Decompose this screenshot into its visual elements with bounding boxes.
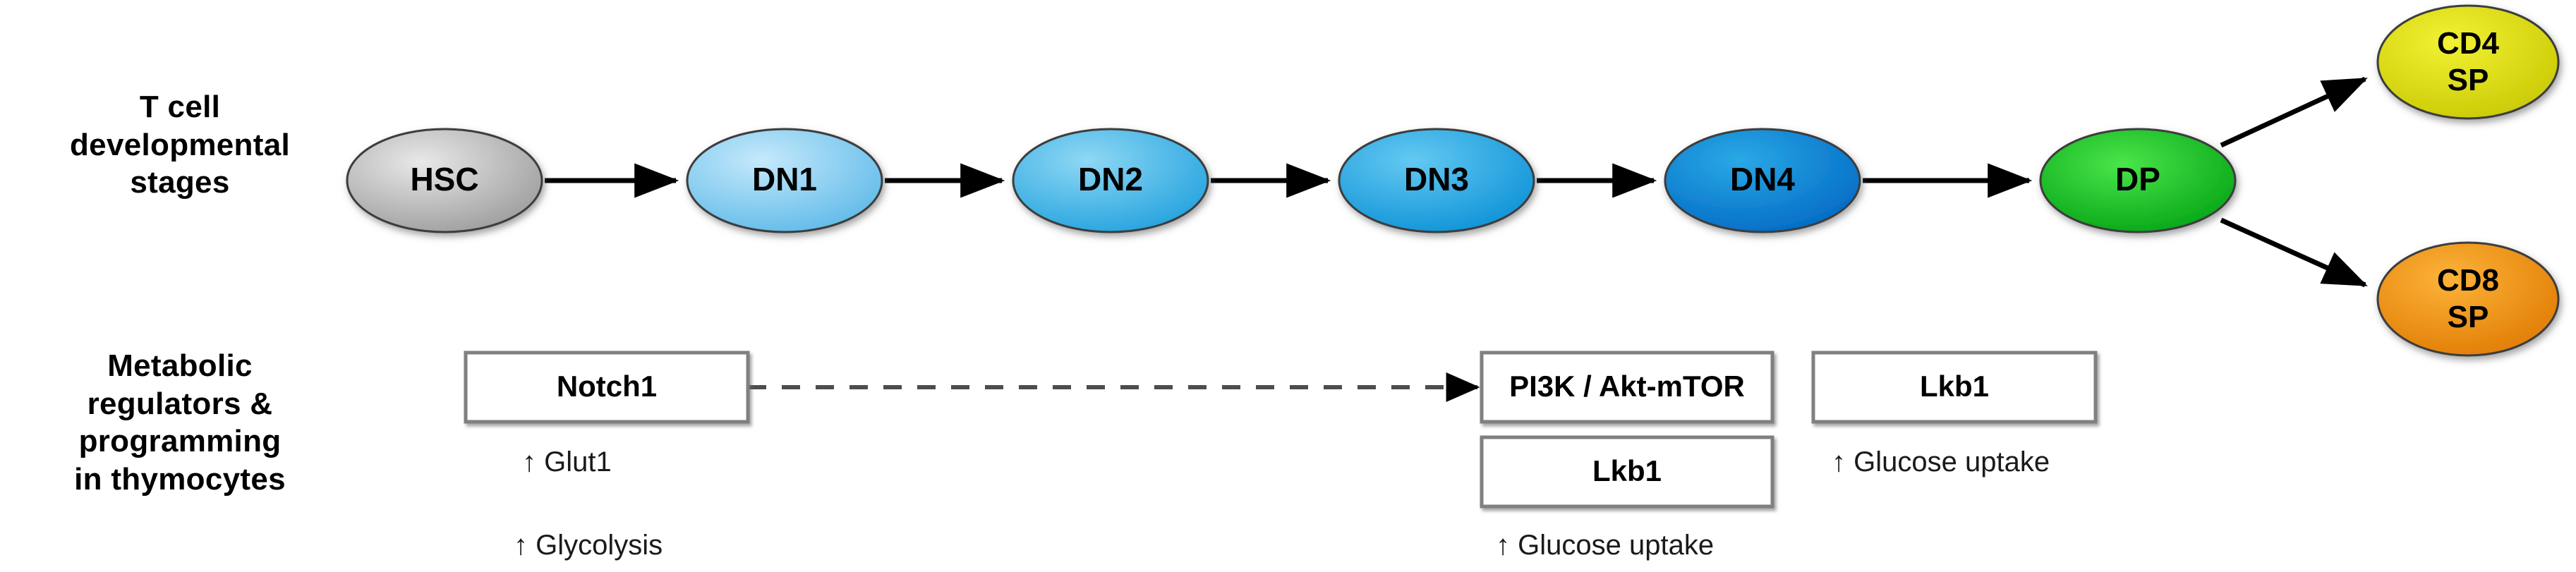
stage-connector-arrows — [545, 76, 2368, 288]
arrow-dp-to-cd8sp — [2220, 217, 2368, 288]
notch1-box-label: Notch1 — [557, 370, 657, 403]
cd4sp-label-line1: CD4 — [2437, 26, 2500, 61]
caption-glucose-uptake-left: ↑ Glucose uptake — [1496, 530, 1714, 561]
dn2-ellipse — [1012, 128, 1209, 233]
stage-node-dn2[interactable]: DN2 — [1012, 128, 1209, 233]
stage-node-dn4[interactable]: DN4 — [1664, 128, 1861, 233]
lkb1-right-box-rect — [1811, 351, 2098, 424]
row-label-t-cell-stages: T cell developmental stages — [70, 90, 290, 200]
outcome-node-cd8sp[interactable]: CD8 SP — [2376, 241, 2560, 357]
dn3-label: DN3 — [1404, 161, 1469, 197]
pi3k-box-label: PI3K / Akt-mTOR — [1509, 370, 1745, 403]
cd8sp-label-line1: CD8 — [2437, 263, 2499, 298]
dn4-label: DN4 — [1730, 161, 1795, 197]
regulator-box-pi3k-akt-mtor[interactable]: PI3K / Akt-mTOR — [1480, 351, 1774, 424]
lkb1-middle-box-label: Lkb1 — [1592, 454, 1662, 487]
regulator-box-notch1[interactable]: Notch1 — [464, 351, 750, 424]
cd8sp-ellipse — [2376, 241, 2560, 357]
row-label-metabolic-regulators: Metabolic regulators & programming in th… — [74, 348, 286, 497]
cd8sp-label-line2: SP — [2448, 300, 2489, 334]
arrow-dp-to-cd4sp — [2220, 76, 2368, 148]
notch1-box-rect — [464, 351, 750, 424]
cd4sp-label-line2: SP — [2448, 63, 2489, 97]
lkb1-right-box-label: Lkb1 — [1920, 370, 1989, 403]
dn1-ellipse — [686, 128, 883, 233]
hsc-label: HSC — [410, 161, 478, 197]
hsc-ellipse — [346, 128, 543, 233]
lkb1-middle-box-rect — [1480, 435, 1774, 509]
regulator-box-lkb1-middle[interactable]: Lkb1 — [1480, 435, 1774, 509]
dn3-ellipse — [1338, 128, 1535, 233]
stage-node-dp[interactable]: DP — [2039, 128, 2237, 233]
regulator-box-lkb1-right[interactable]: Lkb1 — [1811, 351, 2098, 424]
caption-glycolysis: ↑ Glycolysis — [514, 530, 663, 561]
stage-node-dn3[interactable]: DN3 — [1338, 128, 1535, 233]
dn1-label: DN1 — [752, 161, 817, 197]
dp-label: DP — [2115, 161, 2160, 197]
caption-glucose-uptake-right: ↑ Glucose uptake — [1832, 446, 2050, 477]
dn4-ellipse — [1664, 128, 1861, 233]
cd4sp-ellipse — [2376, 4, 2560, 120]
stage-node-dn1[interactable]: DN1 — [686, 128, 883, 233]
stage-node-hsc[interactable]: HSC — [346, 128, 543, 233]
outcome-node-cd4sp[interactable]: CD4 SP — [2376, 4, 2560, 120]
caption-glut1: ↑ Glut1 — [522, 446, 612, 477]
pi3k-box-rect — [1480, 351, 1774, 424]
dn2-label: DN2 — [1078, 161, 1143, 197]
dp-ellipse — [2039, 128, 2237, 233]
